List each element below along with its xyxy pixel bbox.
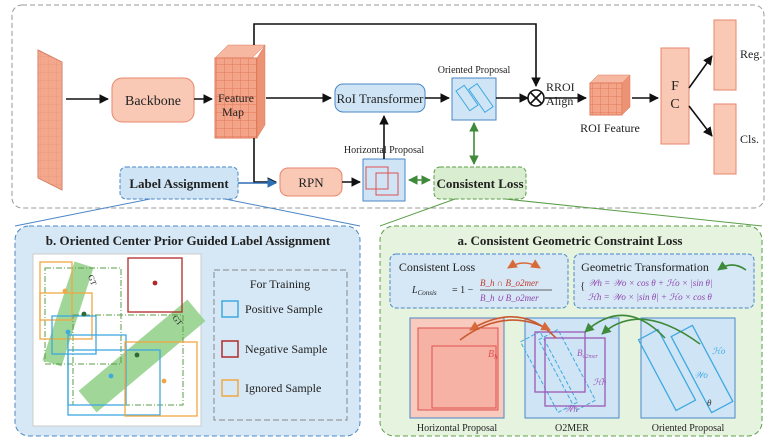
roi-feature-cube — [589, 74, 631, 116]
consistent-loss-label: Consistent Loss — [436, 176, 523, 191]
input-image — [37, 49, 63, 191]
oriented-proposal-label: Oriented Proposal — [438, 65, 511, 76]
fc-label-1: F — [671, 79, 679, 94]
top-frame — [11, 4, 765, 209]
svg-text:LConsis: LConsis — [411, 285, 437, 297]
label-hh: ℋh — [593, 377, 607, 387]
rroi-label-2: Align — [546, 94, 573, 108]
geo-box — [573, 253, 755, 309]
feature-map-cube — [214, 44, 266, 139]
backbone-label: Backbone — [125, 94, 181, 109]
label-ho: ℋo — [712, 346, 726, 356]
reg-label: Reg. — [740, 47, 762, 61]
legend-title: For Training — [250, 277, 310, 291]
sub-label-o2mer: O2MER — [555, 423, 589, 434]
label-bh: Bh — [488, 349, 498, 361]
geo-line-1: 𝒲h = 𝒲o × cos θ + ℋo × |sin θ| — [588, 278, 712, 288]
cls-head — [713, 103, 737, 175]
gt-label-1: GT — [86, 274, 98, 287]
sub-label-horizontal: Horizontal Proposal — [417, 423, 497, 434]
rroi-align-op — [527, 89, 545, 107]
consistent-loss-title: Consistent Loss — [399, 260, 476, 274]
panel-b-title: b. Oriented Center Prior Guided Label As… — [46, 233, 331, 248]
label-assignment-box — [119, 166, 239, 200]
feature-map-label-1: Feature — [218, 91, 254, 105]
legend-negative-label: Negative Sample — [245, 342, 327, 356]
sub-o2mer — [524, 317, 620, 419]
label-theta: θ — [707, 398, 712, 408]
fc-label-2: C — [670, 97, 679, 112]
reg-head — [713, 19, 737, 91]
backbone-box — [111, 77, 195, 123]
gt-box-1 — [42, 261, 94, 367]
legend-box — [213, 269, 348, 421]
geo-title: Geometric Transformation — [581, 260, 709, 274]
panel-a-title: a. Consistent Geometric Constraint Loss — [458, 233, 683, 248]
rroi-label-1: RROI — [546, 80, 575, 94]
rpn-label: RPN — [298, 175, 324, 190]
gt-box-2 — [78, 299, 206, 413]
svg-text:B_h ∩ B_o2mer: B_h ∩ B_o2mer — [480, 278, 539, 288]
cls-label: Cls. — [740, 132, 759, 146]
legend-negative-swatch — [221, 340, 239, 358]
label-bo2mer: Bo2mer — [577, 348, 598, 360]
sub-label-oriented: Oriented Proposal — [652, 423, 725, 434]
label-wh: 𝒲h — [564, 404, 578, 414]
consistent-loss-box — [433, 166, 527, 200]
label-wo: 𝒲o — [694, 370, 708, 380]
consistent-loss-formula: LConsis = 1 − B_h ∩ B_o2mer B_h ∪ B_o2me… — [411, 278, 552, 303]
legend-positive-swatch — [221, 300, 239, 318]
fc-box — [660, 47, 690, 145]
roi-feature-label: ROI Feature — [580, 121, 640, 135]
legend-ignored-label: Ignored Sample — [245, 381, 321, 395]
geo-line-2: ℋh = 𝒲o × |sin θ| + ℋo × cos θ — [588, 292, 712, 302]
roi-transformer-label: RoI Transformer — [336, 91, 424, 106]
svg-text:B_h ∪ B_o2mer: B_h ∪ B_o2mer — [480, 293, 539, 303]
svg-text:= 1 −: = 1 − — [452, 285, 474, 296]
legend-positive-label: Positive Sample — [245, 302, 323, 316]
legend-ignored-swatch — [221, 379, 239, 397]
svg-text:{: { — [580, 280, 585, 292]
label-assignment-label: Label Assignment — [129, 176, 229, 191]
feature-map-label-2: Map — [222, 105, 244, 119]
